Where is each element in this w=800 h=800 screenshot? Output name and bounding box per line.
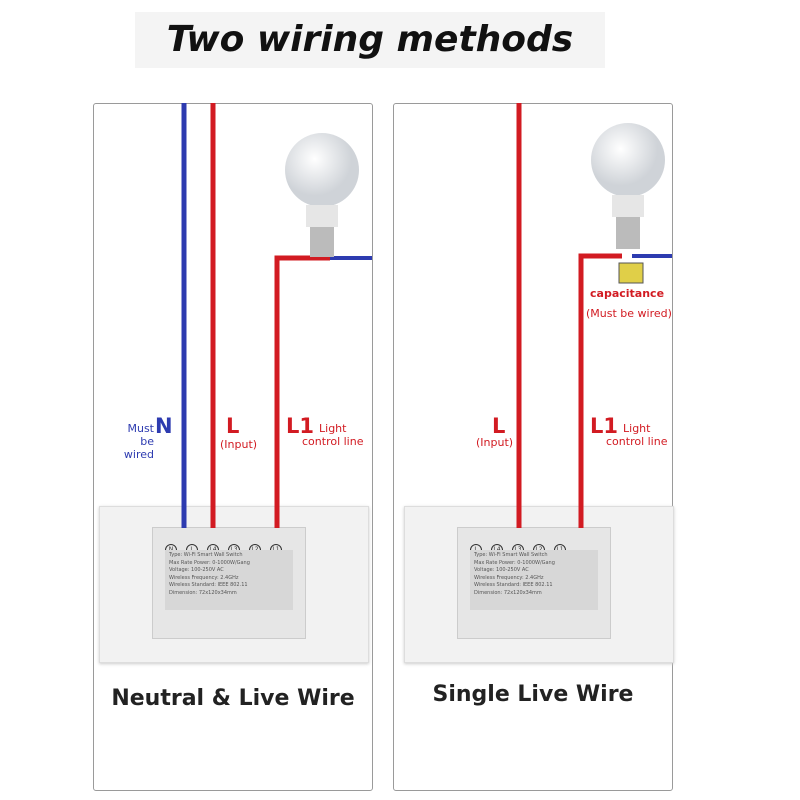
light-control-wire xyxy=(274,255,330,528)
bulb-icon xyxy=(285,133,359,257)
caption: Neutral & Live Wire xyxy=(111,686,355,711)
switch-module: NLL4L3L2L1 Type: Wi-Fi Smart Wall Switch… xyxy=(152,527,306,639)
spec: Wireless Standard: IEEE 802.11 xyxy=(474,582,553,588)
l1-label: L1 xyxy=(286,414,314,438)
bulb-icon xyxy=(591,123,665,249)
light-control-wire xyxy=(578,253,622,528)
neutral-label: N xyxy=(155,414,173,438)
spec: Max Rate Power: 0-1000W/Gang xyxy=(474,559,555,566)
spec: Dimension: 72x120x34mm xyxy=(169,589,237,596)
right-wires xyxy=(516,103,672,528)
spec: Type: Wi-Fi Smart Wall Switch xyxy=(169,552,243,558)
left-panel: NLL4L3L2L1 Type: Wi-Fi Smart Wall Switch… xyxy=(93,103,373,791)
spec: Type: Wi-Fi Smart Wall Switch xyxy=(474,552,548,558)
spec: Wireless Frequency: 2.4GHz xyxy=(169,574,239,581)
spec: Voltage: 100-250V AC xyxy=(474,567,529,573)
left-wires xyxy=(181,103,372,528)
switch-plate: LL4L3L2L1 Type: Wi-Fi Smart Wall SwitchM… xyxy=(404,506,674,663)
capacitor-icon xyxy=(618,262,644,284)
spec: Wireless Frequency: 2.4GHz xyxy=(474,574,544,581)
switch-module: LL4L3L2L1 Type: Wi-Fi Smart Wall SwitchM… xyxy=(457,527,611,639)
capacitance-label: capacitance xyxy=(590,287,665,300)
caption: Single Live Wire xyxy=(432,682,634,707)
spec: Max Rate Power: 0-1000W/Gang xyxy=(169,559,250,566)
live-note: (Input) xyxy=(220,438,258,451)
page-title: Two wiring methods xyxy=(135,12,605,68)
spec: Wireless Standard: IEEE 802.11 xyxy=(169,582,248,588)
spec: Voltage: 100-250V AC xyxy=(169,567,224,573)
live-label: L xyxy=(226,414,240,438)
live-label: L xyxy=(492,414,506,438)
spec: Dimension: 72x120x34mm xyxy=(474,589,542,596)
switch-plate: NLL4L3L2L1 Type: Wi-Fi Smart Wall Switch… xyxy=(99,506,369,663)
live-note: (Input) xyxy=(476,436,514,449)
l1-label: L1 xyxy=(590,414,618,438)
capacitance-note: (Must be wired) xyxy=(586,307,672,320)
